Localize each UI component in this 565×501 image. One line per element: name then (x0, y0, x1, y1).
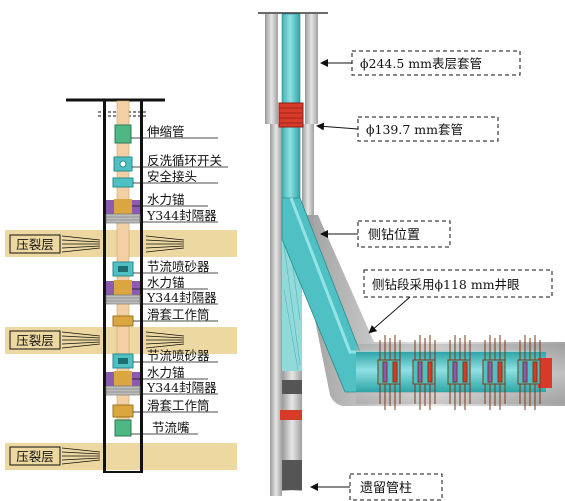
choke-nozzle (114, 419, 132, 437)
callout-surface-casing: ϕ244.5 mm表层套管 (320, 50, 521, 76)
hydraulic-anchor (114, 371, 132, 387)
svg-text:遗留管柱: 遗留管柱 (360, 481, 412, 496)
callout-casing: ϕ139.7 mm套管 (316, 116, 499, 142)
sliding-sleeve-2 (112, 404, 134, 418)
svg-text:压裂层: 压裂层 (16, 449, 54, 464)
anchor-slip-left (106, 200, 114, 214)
formation-label-3: 压裂层 (9, 446, 61, 466)
anchor-slip-left (106, 281, 114, 295)
residual-bottom (282, 460, 302, 490)
tool-leaders (131, 137, 228, 435)
casing-wall-left (103, 101, 106, 473)
right-panel: ϕ244.5 mm表层套管 ϕ139.7 mm套管 侧钻位置 侧钻段采用ϕ118… (258, 12, 565, 501)
packer-element (105, 385, 141, 396)
packer-element (105, 213, 141, 224)
tool-label: 滑套工作筒 (147, 398, 210, 413)
tool-label: 节流喷砂器 (147, 348, 210, 363)
tool-label: 节流喷砂器 (147, 259, 210, 274)
tool-label: 水力锚 (147, 192, 185, 207)
hydraulic-anchor (114, 280, 132, 296)
switch-port-icon (119, 160, 127, 168)
tool-label: 水力锚 (147, 365, 185, 380)
svg-text:压裂层: 压裂层 (16, 237, 54, 252)
callout-residual-string: 遗留管柱 (310, 473, 443, 501)
anchor-slip-left (106, 372, 114, 386)
tool-label: 反洗循环开关 (147, 153, 222, 168)
production-casing-left (270, 124, 282, 496)
cluster-5 (517, 335, 541, 410)
packer-element (105, 294, 141, 305)
casing-wall-right (140, 101, 143, 473)
sliding-sleeve-1 (112, 315, 134, 327)
perforation-clusters (377, 335, 541, 410)
residual-collar (280, 410, 302, 420)
telescopic-joint (114, 124, 132, 144)
surface-casing-left (265, 14, 278, 124)
svg-text:ϕ139.7 mm套管: ϕ139.7 mm套管 (366, 122, 463, 137)
callout-sidetrack-point: 侧钻位置 (320, 220, 451, 248)
formation-label-1: 压裂层 (9, 234, 61, 254)
tool-label: Y344封隔器 (146, 290, 217, 305)
svg-text:侧钻位置: 侧钻位置 (368, 228, 420, 243)
hydraulic-anchor (114, 199, 132, 215)
cluster-3 (447, 335, 471, 410)
anchor-slip-right (132, 281, 140, 295)
cluster-4 (482, 335, 506, 410)
perforation-marks (61, 235, 185, 465)
left-panel: 压裂层 压裂层 压裂层 (5, 98, 237, 473)
cluster-2 (412, 335, 436, 410)
tool-label: 节流嘴 (152, 420, 190, 435)
tool-label: 水力锚 (147, 275, 185, 290)
formation-label-2: 压裂层 (9, 330, 61, 350)
surface-casing-right (305, 14, 318, 124)
tool-labels: 伸缩管 反洗循环开关 安全接头 水力锚 Y344封隔器 节流喷砂器 水力锚 Y3… (146, 124, 222, 435)
sand-blaster-port (118, 266, 128, 272)
tool-label: 安全接头 (147, 169, 197, 184)
residual-string-dark (282, 380, 302, 394)
cluster-1 (377, 335, 401, 410)
svg-text:压裂层: 压裂层 (16, 333, 54, 348)
callout-sidetrack-hole: 侧钻段采用ϕ118 mm井眼 (363, 269, 553, 334)
svg-text:侧钻段采用ϕ118 mm井眼: 侧钻段采用ϕ118 mm井眼 (372, 277, 520, 292)
tool-label: 滑套工作筒 (147, 307, 210, 322)
tool-label: 伸缩管 (147, 124, 185, 139)
anchor-slip-right (132, 200, 140, 214)
lateral-end-plug (538, 358, 552, 388)
sand-blaster-port (118, 358, 128, 364)
tool-label: Y344封隔器 (146, 208, 217, 223)
svg-text:ϕ244.5 mm表层套管: ϕ244.5 mm表层套管 (360, 56, 482, 71)
safety-joint (112, 177, 134, 188)
tool-label: Y344封隔器 (146, 380, 217, 395)
